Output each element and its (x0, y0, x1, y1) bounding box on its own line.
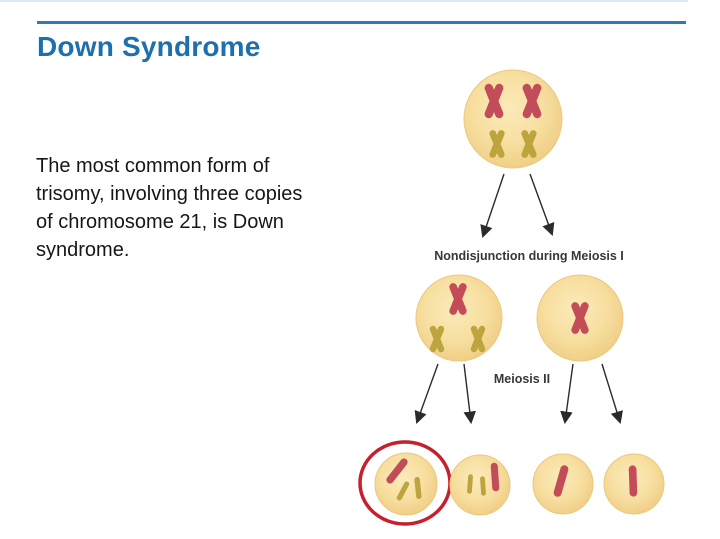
meiosis1-cell-left (415, 274, 503, 362)
meiosis2-label: Meiosis II (493, 372, 551, 386)
gamete-cell-1 (374, 452, 438, 516)
gamete-cell-3 (532, 453, 594, 515)
meiosis1-cell-right (536, 274, 624, 362)
nondisjunction-label: Nondisjunction during Meiosis I (434, 249, 624, 263)
meiosis1-arrows (480, 173, 555, 238)
body-text-line: of chromosome 21, is Down (36, 211, 284, 233)
top-accent-line (0, 0, 688, 2)
body-text-line: trisomy, involving three copies (36, 183, 303, 205)
gamete-cell-4 (603, 453, 665, 515)
body-text-line: syndrome. (36, 239, 130, 261)
title-rule (37, 21, 686, 24)
gamete-cell-2 (449, 454, 511, 516)
meiosis2-arrows (414, 363, 623, 425)
parent-cell (463, 69, 563, 169)
body-text: The most common form of trisomy, involvi… (36, 152, 302, 264)
page-title: Down Syndrome (37, 31, 261, 62)
body-text-line: The most common form of (36, 155, 270, 177)
